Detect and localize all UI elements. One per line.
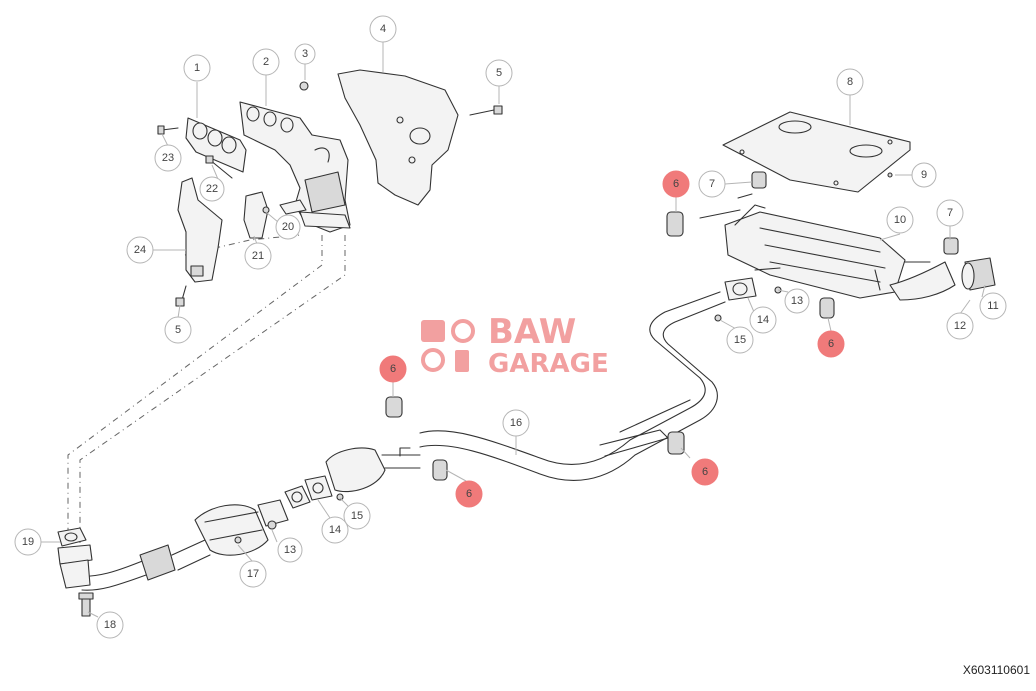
baw-garage-watermark: BAW GARAGE	[421, 312, 609, 379]
watermark-line1: BAW	[488, 312, 576, 352]
callout-label: 10	[894, 214, 906, 226]
callout-label: 16	[510, 417, 522, 429]
callout-label: 24	[134, 244, 146, 256]
callout-label: 7	[947, 207, 953, 219]
callout-5-lower[interactable]: 5	[164, 316, 192, 344]
callout-label: 7	[709, 178, 715, 190]
callout-label: 5	[175, 324, 181, 336]
callout-23[interactable]: 23	[154, 144, 182, 172]
callout-6-hanger-a[interactable]: 6	[379, 355, 407, 383]
callout-label: 1	[194, 62, 200, 74]
callout-8[interactable]: 8	[836, 68, 864, 96]
callout-18[interactable]: 18	[96, 611, 124, 639]
callout-11[interactable]: 11	[979, 292, 1007, 320]
callout-label: 17	[247, 568, 259, 580]
callout-label: 22	[206, 183, 218, 195]
settings-icon	[451, 319, 475, 343]
callout-label: 6	[828, 338, 834, 350]
callout-label: 6	[466, 488, 472, 500]
callout-label: 9	[921, 169, 927, 181]
callout-13-rear[interactable]: 13	[784, 288, 810, 314]
front-pipe-catalytic-converter	[57, 499, 289, 591]
callout-label: 14	[757, 314, 769, 326]
bolt-18	[78, 592, 94, 617]
callout-label: 2	[263, 56, 269, 68]
callout-6-hanger-d[interactable]: 6	[662, 170, 690, 198]
callout-label: 15	[734, 334, 746, 346]
callout-label: 6	[702, 466, 708, 478]
callout-label: 14	[329, 524, 341, 536]
callout-label: 23	[162, 152, 174, 164]
callout-19[interactable]: 19	[14, 528, 42, 556]
callout-label: 6	[390, 363, 396, 375]
manifold-gasket	[185, 117, 247, 173]
callout-4[interactable]: 4	[369, 15, 397, 43]
fasteners-upper	[157, 81, 503, 307]
callout-6-hanger-e[interactable]: 6	[817, 330, 845, 358]
callout-22[interactable]: 22	[199, 176, 225, 202]
middle-resonator	[325, 447, 421, 493]
callout-label: 12	[954, 320, 966, 332]
diagram-code: X603110601	[962, 663, 1030, 677]
callout-20[interactable]: 20	[275, 214, 301, 240]
callout-label: 6	[673, 178, 679, 190]
callout-label: 13	[791, 295, 803, 307]
spark-plug-icon	[455, 350, 469, 372]
callout-3[interactable]: 3	[294, 43, 316, 65]
callout-label: 3	[302, 48, 308, 60]
callout-5-upper[interactable]: 5	[485, 59, 513, 87]
callout-16[interactable]: 16	[502, 409, 530, 437]
exhaust-manifold	[239, 101, 351, 233]
gear-icon	[421, 320, 445, 342]
watermark-line2: GARAGE	[488, 349, 609, 379]
callout-6-hanger-b[interactable]: 6	[455, 480, 483, 508]
callout-13-front[interactable]: 13	[277, 537, 303, 563]
callout-2[interactable]: 2	[252, 48, 280, 76]
callout-label: 13	[284, 544, 296, 556]
wrench-icon	[421, 348, 445, 372]
callout-label: 20	[282, 221, 294, 233]
callout-14-front[interactable]: 14	[321, 516, 349, 544]
callout-15-front[interactable]: 15	[343, 502, 371, 530]
callout-7-left[interactable]: 7	[698, 170, 726, 198]
callout-14-rear[interactable]: 14	[749, 306, 777, 334]
callout-24[interactable]: 24	[126, 236, 154, 264]
callout-17[interactable]: 17	[239, 560, 267, 588]
callout-label: 18	[104, 619, 116, 631]
callout-15-rear[interactable]: 15	[726, 326, 754, 354]
callout-label: 21	[252, 250, 264, 262]
intermediate-pipe	[419, 291, 726, 481]
callout-9[interactable]: 9	[911, 162, 937, 188]
callout-label: 5	[496, 67, 502, 79]
manifold-heat-shield	[337, 69, 459, 206]
callout-label: 11	[987, 300, 998, 312]
callout-6-hanger-c[interactable]: 6	[691, 458, 719, 486]
callout-label: 19	[22, 536, 34, 548]
flange-gaskets	[57, 277, 782, 547]
callout-label: 8	[847, 76, 853, 88]
callout-label: 4	[380, 23, 386, 35]
rear-heat-shield	[722, 111, 911, 193]
callout-21[interactable]: 21	[244, 242, 272, 270]
callout-10[interactable]: 10	[886, 206, 914, 234]
support-bracket	[243, 191, 307, 239]
manifold-bracket	[177, 177, 223, 283]
callout-1[interactable]: 1	[183, 54, 211, 82]
callout-12[interactable]: 12	[946, 312, 974, 340]
callout-label: 15	[351, 510, 363, 522]
rear-silencer	[724, 204, 996, 301]
rubber-hangers	[385, 171, 959, 481]
callout-7-right[interactable]: 7	[936, 199, 964, 227]
